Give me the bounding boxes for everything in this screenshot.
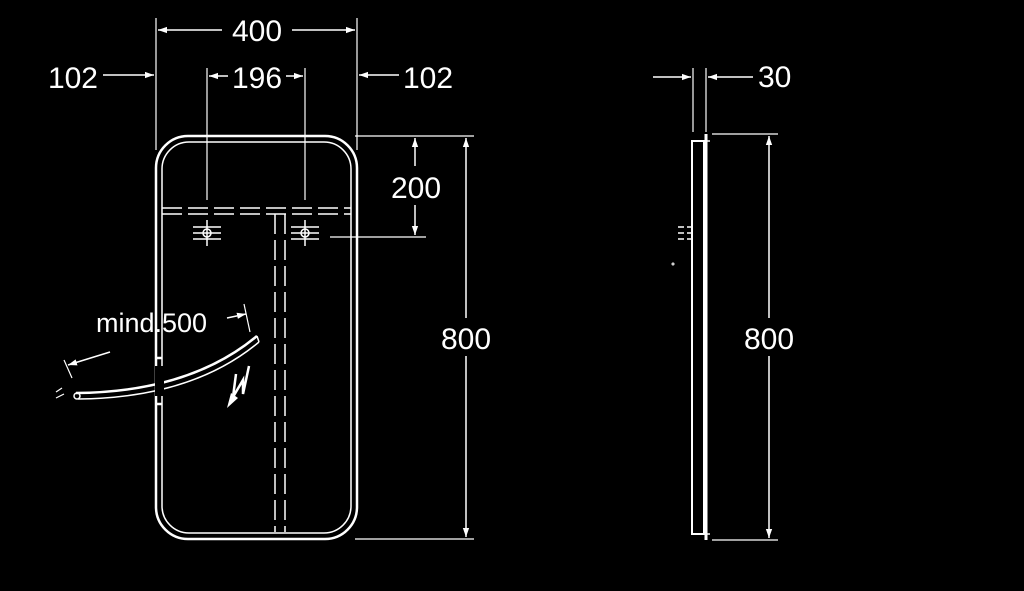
- dimension-mount-height-label: 200: [391, 172, 441, 205]
- dimension-width-label: 400: [232, 15, 282, 48]
- front-view: 400 102 196 102 200: [48, 15, 491, 541]
- dimension-depth: 30: [653, 61, 791, 94]
- mounting-screw-left: [193, 220, 221, 246]
- side-view: 30 800: [653, 61, 794, 541]
- mirror-outline-outer: [154, 134, 359, 541]
- dimension-mount-spacing: 196: [209, 62, 303, 95]
- dimension-right-offset: 102: [359, 62, 453, 95]
- dimension-side-height-label: 800: [744, 323, 794, 356]
- dimension-left-offset: 102: [48, 62, 154, 95]
- dimension-right-offset-label: 102: [403, 62, 453, 95]
- dimension-height-label: 800: [441, 323, 491, 356]
- dimension-width: 400: [158, 15, 355, 48]
- dimension-mount-spacing-label: 196: [232, 62, 282, 95]
- lightning-bolt-icon: [231, 365, 251, 398]
- mirror-outline-inner: [161, 141, 352, 534]
- door-swing-label: mind.500: [96, 308, 207, 338]
- mounting-screw-right: [291, 220, 319, 246]
- dimension-side-height: 800: [744, 136, 794, 538]
- side-profile-outer: [691, 140, 705, 535]
- dimension-height: 800: [441, 138, 491, 537]
- lightning-arrow-head: [227, 393, 238, 408]
- dimension-left-offset-label: 102: [48, 62, 98, 95]
- door-swing: mind.500: [55, 303, 260, 400]
- dimension-mount-height: 200: [391, 138, 441, 235]
- dimension-depth-label: 30: [758, 61, 791, 94]
- frame-gap: [155, 366, 164, 396]
